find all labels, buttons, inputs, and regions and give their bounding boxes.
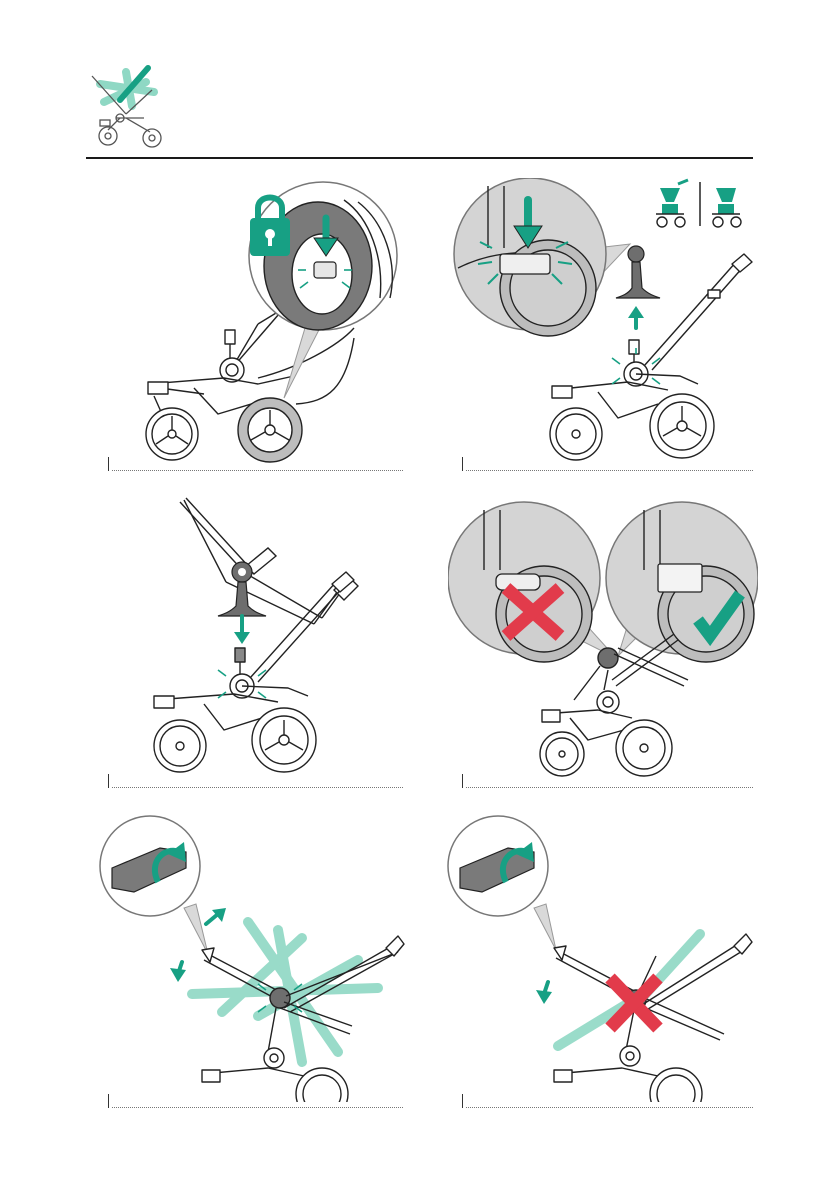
step-4-verify-locked-illustration [448, 490, 748, 782]
fold-not-allowed-cross-icon [610, 978, 658, 1028]
step-5-marker [108, 1094, 109, 1108]
step-6-fold-not-allowed-illustration [444, 812, 744, 1102]
step-4-divider [466, 787, 753, 788]
step-3-divider [112, 787, 403, 788]
step-5-divider [112, 1107, 403, 1108]
header-stroller-icon [86, 62, 168, 152]
step-2-divider [466, 470, 753, 471]
step-3-attach-seat-illustration [108, 490, 408, 782]
step-6-marker [462, 1094, 463, 1108]
step-1-divider [112, 470, 403, 471]
step-2-remove-adapter-illustration [448, 178, 748, 468]
step-2-marker [462, 457, 463, 471]
step-1-marker [108, 457, 109, 471]
step-5-fold-allowed-illustration [98, 812, 398, 1102]
header-divider [86, 157, 753, 159]
step-4-marker [462, 774, 463, 788]
step-1-brake-illustration [108, 178, 408, 468]
step-3-marker [108, 774, 109, 788]
step-6-divider [466, 1107, 753, 1108]
seat-orientation-icon [656, 180, 741, 227]
